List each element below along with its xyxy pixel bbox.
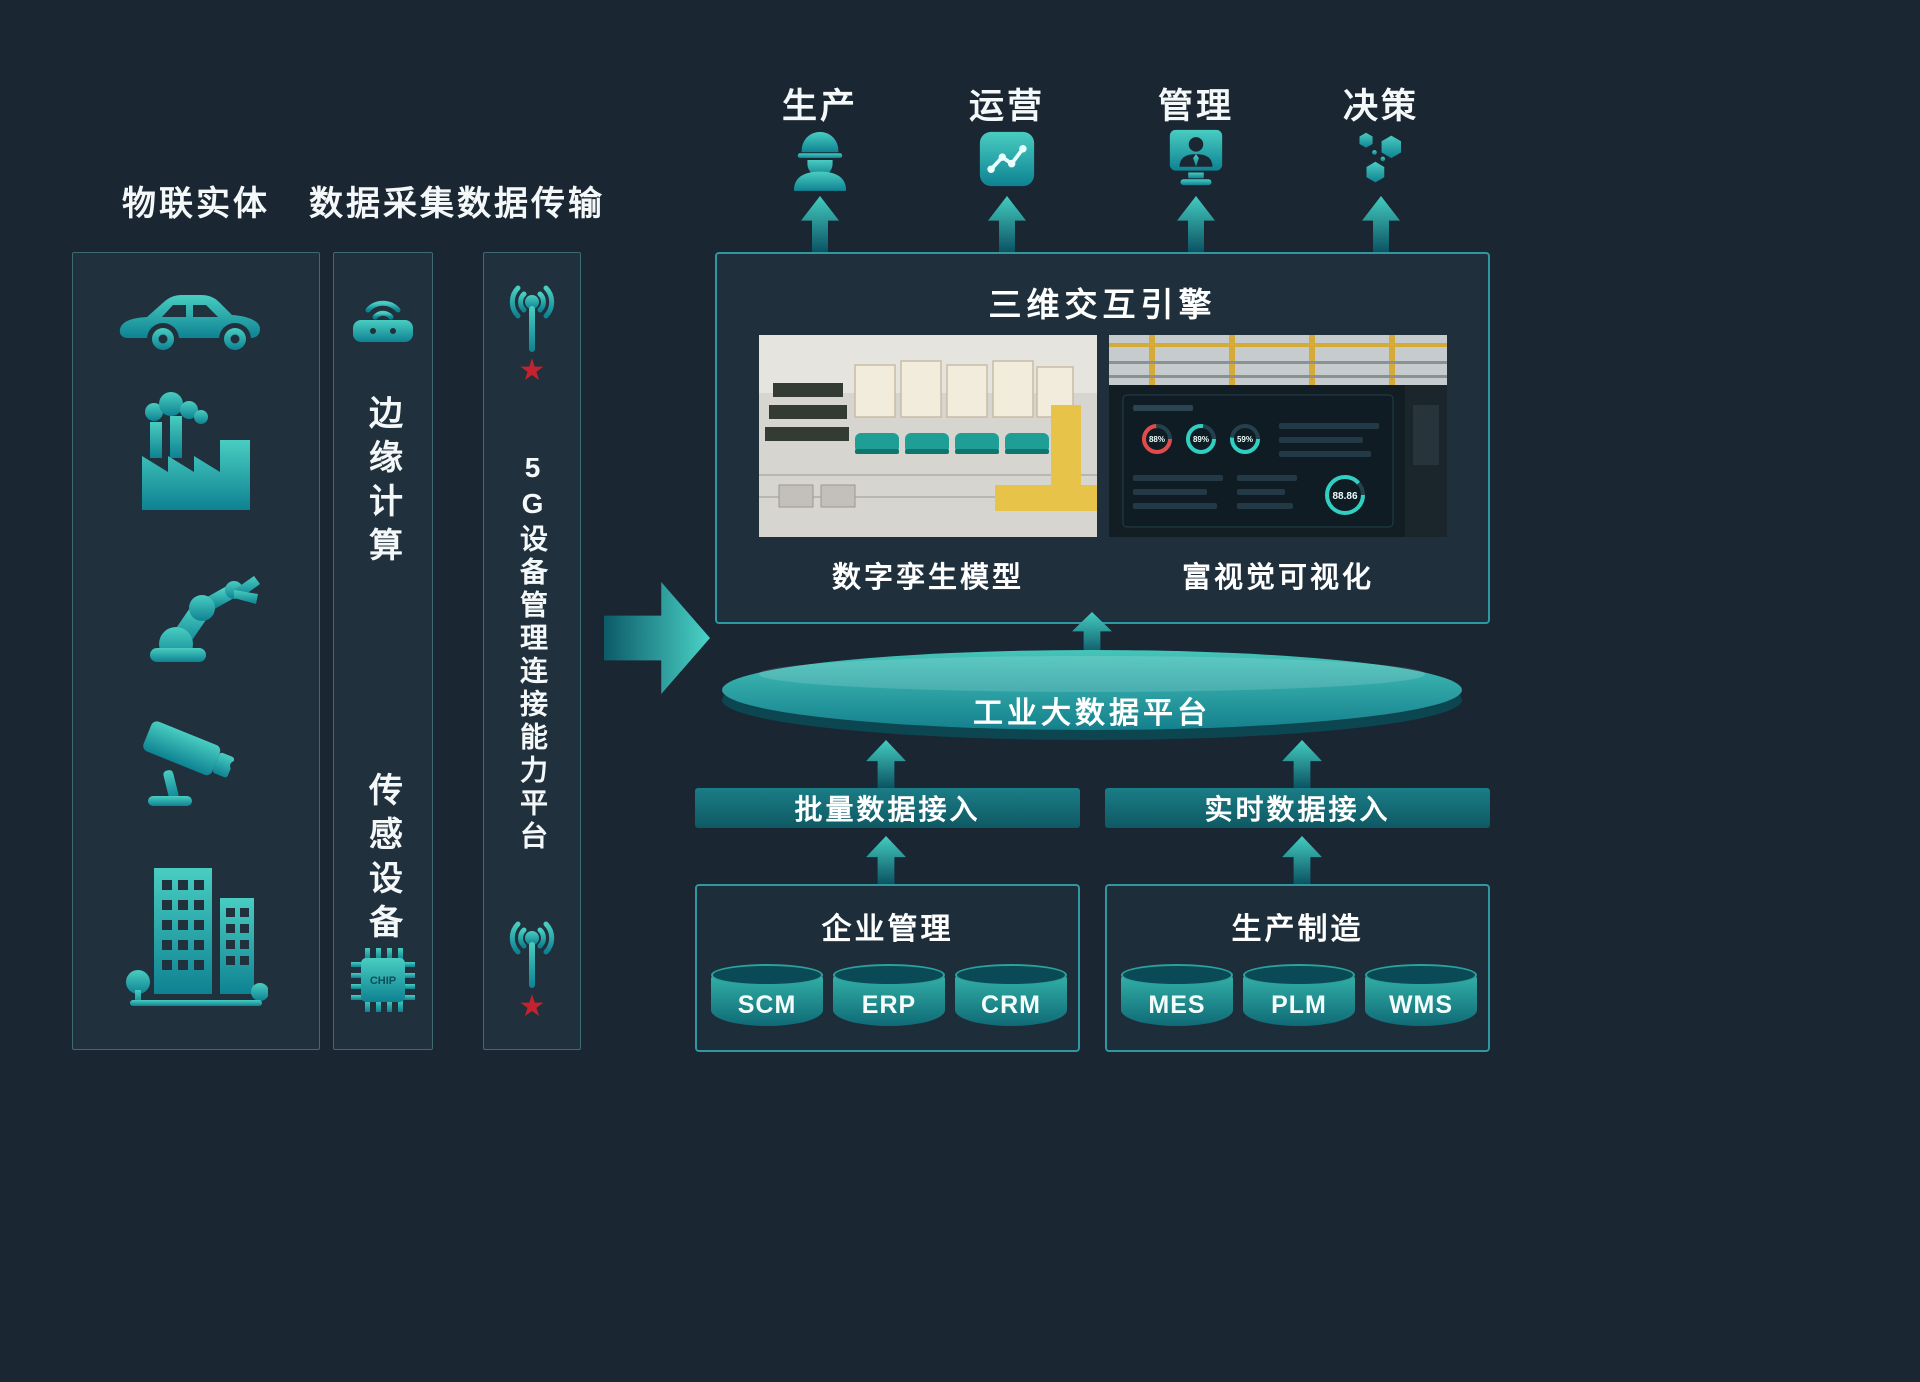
data-collection-panel bbox=[333, 252, 433, 1050]
digital-twin-screenshot bbox=[759, 335, 1097, 537]
buildings-icon bbox=[126, 868, 268, 1006]
disc-highlight bbox=[759, 656, 1425, 692]
output-label-decision: 决策 bbox=[1342, 87, 1419, 126]
up-arrow bbox=[1362, 196, 1400, 252]
cylinder-label: MES bbox=[1148, 991, 1206, 1019]
engine-title: 三维交互引擎 bbox=[988, 286, 1217, 323]
engine-box: 三维交互引擎 bbox=[715, 252, 1490, 624]
up-arrow bbox=[866, 740, 906, 788]
digital-twin-caption: 数字孪生模型 bbox=[831, 562, 1024, 594]
up-arrow bbox=[1177, 196, 1215, 252]
enterprise-management-box: 企业管理 SCM ERP CRM bbox=[695, 884, 1080, 1052]
batch-ingest-label: 批量数据接入 bbox=[794, 794, 981, 825]
5g-platform-label: 5G设备管理连接能力平台 bbox=[517, 452, 548, 854]
iot-entities-title: 物联实体 bbox=[122, 185, 270, 223]
cylinder-label: SCM bbox=[737, 991, 797, 1019]
cylinder-label: CRM bbox=[981, 991, 1041, 1019]
gauge-value: 59% bbox=[1237, 435, 1253, 444]
star-icon: ★ bbox=[518, 354, 546, 387]
edge-computing-label: 边缘计算 bbox=[363, 395, 402, 571]
up-arrow bbox=[1282, 740, 1322, 788]
manufacturing-box: 生产制造 MES PLM WMS bbox=[1105, 884, 1490, 1052]
visualization-screenshot: 88% 89% 59% 88.86 bbox=[1109, 335, 1447, 537]
output-label-operations: 运营 bbox=[968, 87, 1045, 126]
cylinder-top-face bbox=[1121, 964, 1233, 986]
cylinder-top-face bbox=[833, 964, 945, 986]
batch-ingest-bar: 批量数据接入 bbox=[695, 788, 1080, 828]
output-label-management: 管理 bbox=[1157, 87, 1234, 126]
cylinder-top-face bbox=[955, 964, 1067, 986]
gauge-value: 88% bbox=[1149, 435, 1165, 444]
manufacturing-title: 生产制造 bbox=[1231, 913, 1364, 946]
star-icon: ★ bbox=[518, 990, 546, 1023]
up-arrow bbox=[1282, 836, 1322, 884]
factory-icon bbox=[142, 392, 250, 510]
worker-icon bbox=[793, 131, 847, 191]
chip-icon: CHIP bbox=[351, 948, 415, 1012]
cylinder-label: PLM bbox=[1271, 991, 1327, 1019]
crm-cylinder: CRM bbox=[955, 964, 1067, 1026]
cctv-camera-icon bbox=[143, 721, 240, 806]
scm-cylinder: SCM bbox=[711, 964, 823, 1026]
cylinder-label: WMS bbox=[1388, 991, 1454, 1019]
hexagons-icon bbox=[1359, 132, 1402, 183]
sensor-devices-label: 传感设备 bbox=[363, 772, 402, 948]
erp-cylinder: ERP bbox=[833, 964, 945, 1026]
up-arrow bbox=[866, 836, 906, 884]
robot-arm-icon bbox=[150, 576, 260, 662]
plm-cylinder: PLM bbox=[1243, 964, 1355, 1026]
wms-cylinder: WMS bbox=[1365, 964, 1477, 1026]
edge-gateway-icon bbox=[353, 300, 413, 342]
data-transmission-title: 数据传输 bbox=[457, 185, 605, 223]
car-icon bbox=[119, 295, 260, 355]
realtime-ingest-bar: 实时数据接入 bbox=[1105, 788, 1490, 828]
up-arrow bbox=[801, 196, 839, 252]
cylinder-top-face bbox=[711, 964, 823, 986]
antenna-icon bbox=[509, 285, 555, 352]
chip-label: CHIP bbox=[370, 975, 396, 987]
gauge-value: 89% bbox=[1193, 435, 1209, 444]
data-collection-title: 数据采集 bbox=[309, 185, 457, 223]
realtime-ingest-label: 实时数据接入 bbox=[1204, 794, 1391, 825]
cylinder-top-face bbox=[1243, 964, 1355, 986]
mes-cylinder: MES bbox=[1121, 964, 1233, 1026]
visualization-caption: 富视觉可视化 bbox=[1181, 562, 1374, 594]
big-data-platform-disc: 工业大数据平台 bbox=[722, 650, 1462, 730]
antenna-icon bbox=[509, 921, 555, 988]
big-data-platform-label: 工业大数据平台 bbox=[973, 697, 1211, 730]
big-gauge-value: 88.86 bbox=[1332, 491, 1357, 502]
line-chart-icon bbox=[979, 131, 1035, 187]
enterprise-management-title: 企业管理 bbox=[821, 913, 954, 946]
output-label-production: 生产 bbox=[781, 87, 858, 126]
manager-icon bbox=[1169, 129, 1223, 186]
data-transmission-panel bbox=[483, 252, 581, 1050]
cylinder-label: ERP bbox=[861, 991, 917, 1019]
cylinder-top-face bbox=[1365, 964, 1477, 986]
flow-right-arrow bbox=[604, 582, 710, 694]
up-arrow bbox=[988, 196, 1026, 252]
